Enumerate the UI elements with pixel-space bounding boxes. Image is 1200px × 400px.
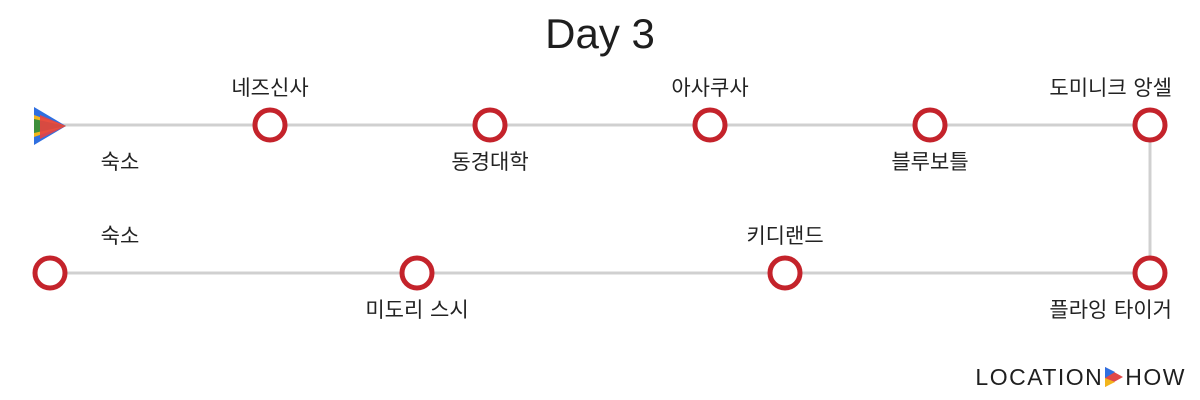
brand-logo: LOCATION HOW [975,362,1186,392]
stop-label: 미도리 스시 [365,298,469,322]
start-icon [34,107,66,145]
stop-marker [252,107,288,143]
stop-label: 숙소 [100,150,140,174]
stop-marker [692,107,728,143]
play-triangle-icon [1105,367,1124,387]
stop-marker [32,255,68,291]
stop-marker [767,255,803,291]
stop-label: 동경대학 [451,150,529,174]
stop-marker [1132,255,1168,291]
stop-label: 블루보틀 [891,150,969,174]
stop-label: 키디랜드 [746,224,824,248]
stop-label: 도미니크 앙셀 [1049,76,1172,100]
stop-marker [912,107,948,143]
route-line [50,123,1152,275]
stop-label: 네즈신사 [231,76,309,100]
stop-marker [472,107,508,143]
brand-text-left: LOCATION [975,363,1104,390]
page-title: Day 3 [545,10,655,57]
stop-label: 플라잉 타이거 [1049,298,1172,322]
stop-label: 숙소 [100,224,140,248]
brand-text-right: HOW [1125,363,1186,390]
stop-marker [399,255,435,291]
stop-label: 아사쿠사 [671,76,749,100]
stop-marker [1132,107,1168,143]
